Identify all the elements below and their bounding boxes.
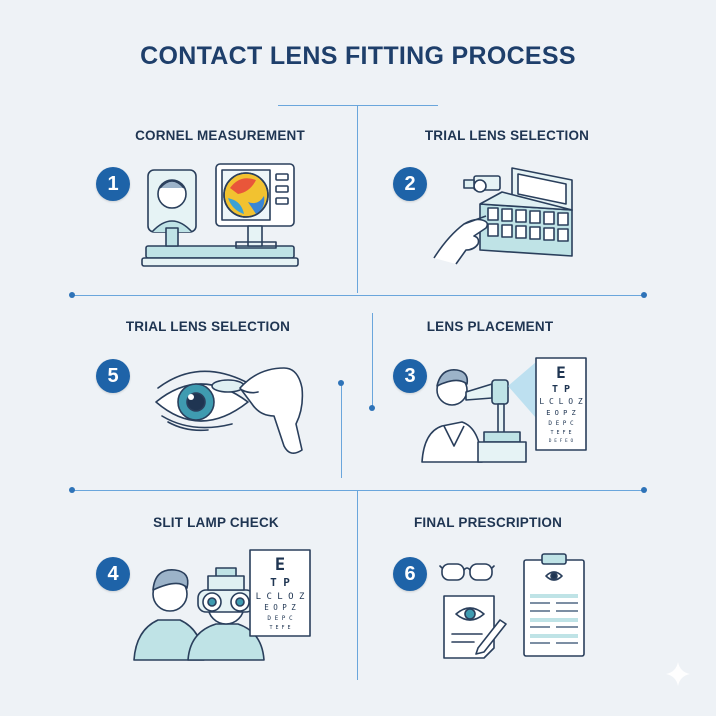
step-3-label: LENS PLACEMENT	[426, 319, 554, 334]
mid-vertical-left	[341, 383, 342, 478]
lens-placement-illustration: E T P L C L O Z E O P Z D E P C T E F E …	[421, 357, 587, 463]
row-divider-2	[72, 490, 644, 491]
chart2-row-1: E	[275, 555, 285, 575]
chart2-row-3: L C L O Z	[256, 592, 305, 602]
chart-row-4: E O P Z	[546, 409, 576, 417]
chart2-row-5: D E P C	[267, 615, 293, 622]
step-6-label: FINAL PRESCRIPTION	[413, 515, 563, 530]
chart-row-2: T P	[552, 384, 570, 395]
chart2-row-6: T E F E	[269, 625, 290, 631]
final-prescription-illustration	[439, 553, 585, 659]
step-5-badge: 5	[96, 359, 130, 393]
chart-row-1: E	[556, 363, 566, 382]
step-4-badge: 4	[96, 557, 130, 591]
step-1-label: CORNEL MEASUREMENT	[135, 128, 305, 143]
trial-lens-case-illustration	[433, 167, 573, 265]
chart-row-6: T E F E	[550, 430, 571, 436]
slit-lamp-check-illustration: E T P L C L O Z E O P Z D E P C T E F E	[133, 549, 311, 661]
row-divider-1-right-dot	[641, 292, 647, 298]
top-divider	[278, 105, 438, 106]
step-2-label: TRIAL LENS SELECTION	[424, 128, 590, 143]
chart2-row-2: T P	[270, 576, 290, 589]
row-divider-1-left-dot	[69, 292, 75, 298]
mid-vertical-right	[372, 313, 373, 408]
corneal-topographer-illustration	[141, 163, 299, 267]
step-5-label: TRIAL LENS SELECTION	[125, 319, 291, 334]
lens-insertion-eye-illustration	[155, 367, 304, 454]
step-1-badge: 1	[96, 167, 130, 201]
row-divider-2-right-dot	[641, 487, 647, 493]
mid-vertical-left-dot	[338, 380, 344, 386]
step-4-label: SLIT LAMP CHECK	[153, 515, 279, 530]
chart-row-5: D E P C	[548, 420, 574, 427]
chart2-row-4: E O P Z	[264, 603, 296, 612]
chart-row-7: D E F E O	[549, 438, 574, 444]
mid-vertical-right-dot	[369, 405, 375, 411]
row-divider-2-left-dot	[69, 487, 75, 493]
chart-row-3: L C L O Z	[539, 397, 583, 406]
sparkle-icon	[666, 662, 690, 686]
row-divider-1	[72, 295, 644, 296]
center-vertical-divider-upper	[357, 105, 358, 293]
page-title: CONTACT LENS FITTING PROCESS	[140, 42, 576, 70]
center-vertical-divider-lower	[357, 490, 358, 680]
step-6-badge: 6	[393, 557, 427, 591]
step-3-badge: 3	[393, 359, 427, 393]
step-2-badge: 2	[393, 167, 427, 201]
